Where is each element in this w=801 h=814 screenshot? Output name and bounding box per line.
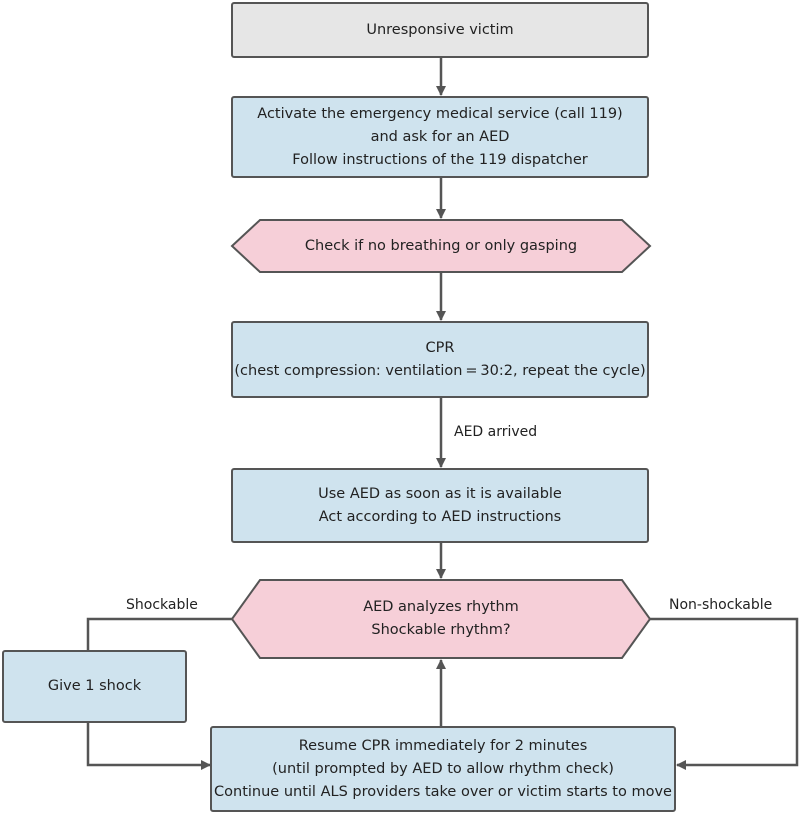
node-give-1-shock: Give 1 shock <box>2 650 187 723</box>
node-text-line: Unresponsive victim <box>366 21 514 38</box>
node-text-line: and ask for an AED <box>370 128 510 145</box>
edge-label-aed-arrived: AED arrived <box>454 424 538 440</box>
node-text-line: Follow instructions of the 119 dispatche… <box>292 151 588 168</box>
node-text-line: (chest compression: ventilation = 30:2, … <box>234 362 646 379</box>
node-text-line: (until prompted by AED to allow rhythm c… <box>272 760 614 777</box>
edge-label-non-shockable: Non-shockable <box>669 597 773 613</box>
node-resume-cpr: Resume CPR immediately for 2 minutes (unt… <box>210 726 676 812</box>
node-cpr: CPR (chest compression: ventilation = 30:… <box>231 321 649 398</box>
node-text-line: AED analyzes rhythm <box>363 599 519 615</box>
connector-shock-to-resume <box>86 723 211 770</box>
node-text-line: Continue until ALS providers take over o… <box>214 783 672 800</box>
connector-analyze-to-shock <box>86 617 232 650</box>
connector-analyze-to-resume-nonshockable <box>650 617 799 770</box>
node-text-line: Give 1 shock <box>47 678 142 694</box>
node-text-line: Resume CPR immediately for 2 minutes <box>298 737 588 754</box>
node-activate-ems: Activate the emergency medical service (… <box>231 96 649 178</box>
node-text-line: CPR <box>425 339 455 356</box>
node-text-line: Check if no breathing or only gasping <box>304 237 578 254</box>
node-text-line: Act according to AED instructions <box>318 508 562 525</box>
node-text-line: Use AED as soon as it is available <box>318 485 562 502</box>
node-unresponsive-victim: Unresponsive victim <box>231 2 649 58</box>
node-text-line: Shockable rhythm? <box>371 622 511 638</box>
node-check-breathing: Check if no breathing or only gasping <box>262 220 620 272</box>
decision-shape-check-breathing <box>230 219 652 273</box>
edge-label-shockable: Shockable <box>126 597 198 613</box>
node-text-line: Activate the emergency medical service (… <box>257 105 623 122</box>
